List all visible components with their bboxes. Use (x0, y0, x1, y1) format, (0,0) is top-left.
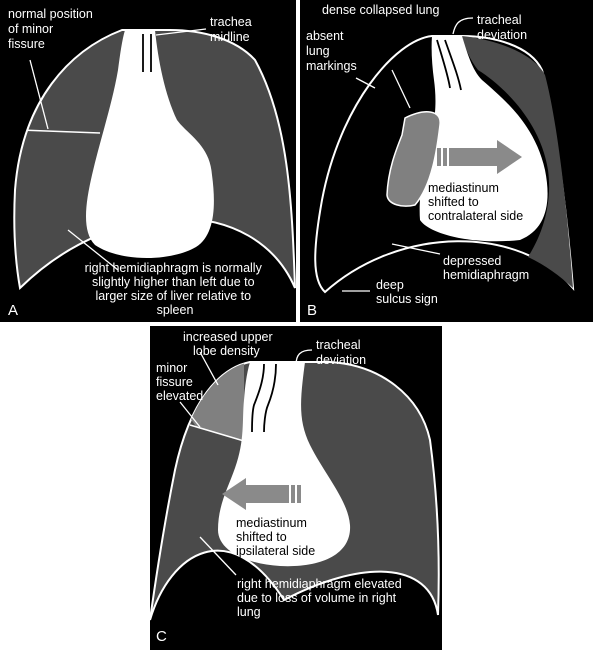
panel-b-label-absent-markings: absent lung markings (306, 29, 357, 73)
panel-c-diaphragm-leader (199, 536, 237, 576)
panel-b-trachea-right-wall (444, 39, 462, 91)
panel-a-diaphragm-leader (67, 229, 119, 271)
panel-b-label-sulcus: deep sulcus sign (376, 278, 438, 306)
panel-b-arrow-head (497, 140, 522, 174)
panel-b-tracheal-deviation-leader (452, 17, 474, 35)
panel-c-minor-fissure-leader (179, 401, 201, 428)
panel-b-label-tracheal-deviation: tracheal deviation (477, 13, 527, 42)
panel-b-collapsed-lung-leader (391, 69, 411, 109)
panel-b-arrow-shaft (449, 148, 499, 166)
panel-b-absent-markings-leader (355, 77, 376, 89)
panel-c-label-minor-fissure: minor fissure elevated (156, 361, 203, 403)
panel-b-shift-arrow (437, 140, 522, 174)
panel-a-label-hemidiaphragm: right hemidiaphragm is normally slightly… (85, 261, 266, 317)
panel-b: dense collapsed lung tracheal deviation … (300, 0, 593, 322)
panel-a-minor-fissure-leader (29, 59, 49, 130)
panel-c-letter: C (156, 628, 167, 645)
panel-c-trachea-right-wall (263, 363, 277, 433)
panel-b-collapsed-lung (386, 111, 441, 207)
panel-c-arrow-shaft (244, 485, 289, 503)
panel-a-label-trachea: trachea midline (210, 15, 255, 44)
panel-b-diaphragm-leader (391, 243, 441, 255)
panel-b-trachea-left-wall (436, 39, 451, 89)
panel-c: increased upper lobe density tracheal de… (149, 326, 442, 650)
panel-b-mediastinum (419, 36, 548, 242)
panel-b-left-lung (462, 36, 573, 288)
panel-c-label-hemidiaphragm: right hemidiaphragm elevated due to loss… (237, 577, 405, 619)
panel-a-letter: A (8, 302, 18, 319)
panel-a: normal position of minor fissure trachea… (0, 0, 296, 322)
panel-c-shift-arrow (222, 478, 301, 510)
panel-b-arrow-tick-1 (437, 148, 441, 166)
panel-c-mediastinum (218, 362, 351, 567)
panel-c-arrow-head (222, 478, 246, 510)
panel-b-letter: B (307, 302, 317, 319)
panel-c-tracheal-deviation-leader (295, 349, 313, 366)
panel-a-minor-fissure (19, 129, 101, 134)
panel-c-label-tracheal-deviation: tracheal deviation (316, 338, 366, 367)
panel-c-arrow-tick-1 (291, 485, 295, 503)
panel-a-label-minor-fissure: normal position of minor fissure (8, 7, 96, 51)
panel-c-trachea-left-wall (251, 363, 265, 433)
panel-b-label-collapsed-lung: dense collapsed lung (322, 3, 439, 17)
panel-b-label-mediastinum: mediastinum shifted to contralateral sid… (428, 181, 523, 223)
panel-b-label-depressed: depressed hemidiaphragm (443, 254, 529, 282)
panel-c-upper-lobe-leader (199, 351, 219, 386)
panel-c-minor-fissure (189, 424, 245, 442)
panel-c-label-mediastinum: mediastinum shifted to ipsilateral side (236, 516, 315, 558)
panel-b-arrow-tick-2 (443, 148, 447, 166)
panel-c-label-upper-lobe: increased upper lobe density (183, 330, 276, 358)
panel-c-arrow-tick-2 (297, 485, 301, 503)
panel-a-trachea-leader (155, 28, 207, 36)
panel-a-mediastinum (86, 30, 214, 259)
